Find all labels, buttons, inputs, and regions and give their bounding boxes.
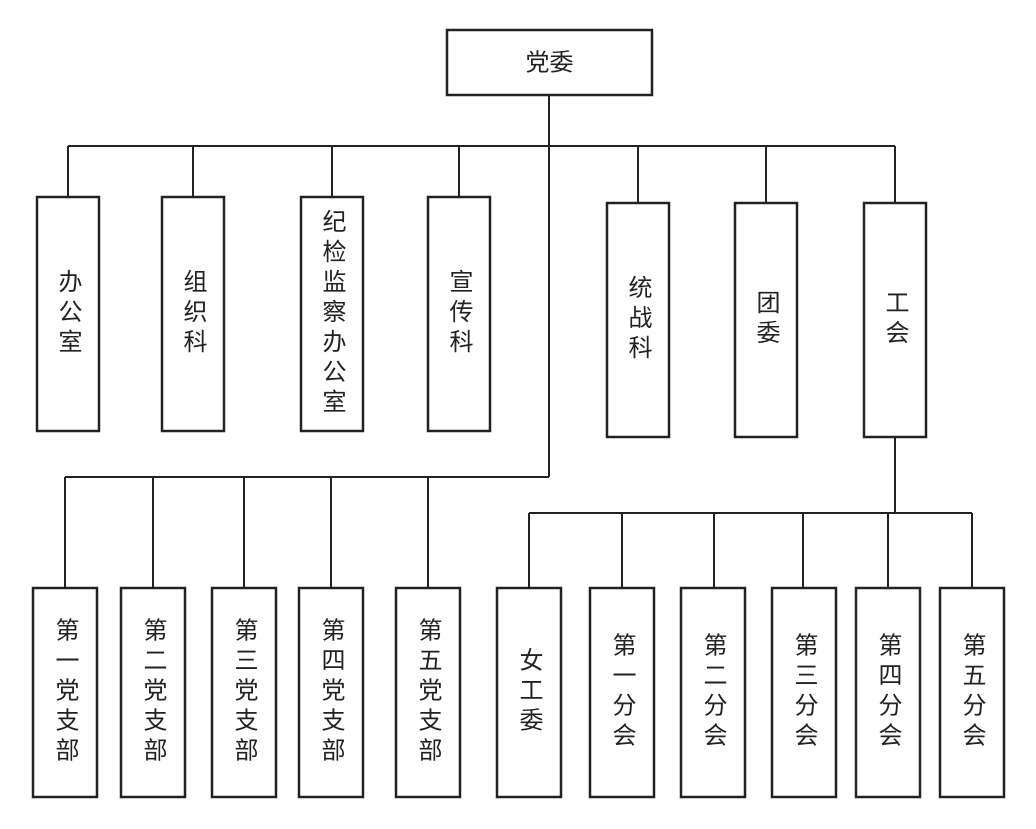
node-box	[297, 586, 365, 799]
node-label: 组织科	[179, 269, 207, 359]
node-label: 党委	[526, 49, 574, 77]
node-box	[495, 586, 563, 799]
node-label: 第四分会	[874, 633, 902, 753]
node-u5: 第五分会	[938, 586, 1006, 799]
node-label: 办公室	[54, 269, 82, 359]
node-box	[862, 201, 928, 439]
node-d1: 办公室	[35, 195, 101, 433]
node-label: 纪检监察办公室	[318, 209, 346, 419]
node-u2: 第二分会	[679, 586, 747, 799]
node-b1: 第一党支部	[31, 586, 99, 799]
node-box	[938, 586, 1006, 799]
node-label: 第二党支部	[139, 618, 167, 768]
node-label: 第五党支部	[414, 618, 442, 768]
node-label: 宣传科	[445, 269, 473, 359]
node-box	[394, 586, 462, 799]
node-box	[770, 586, 838, 799]
node-d7: 工会	[862, 201, 928, 439]
node-label: 统战科	[624, 275, 652, 365]
node-root: 党委	[445, 28, 654, 97]
node-label: 第五分会	[958, 633, 986, 753]
node-box	[733, 201, 799, 439]
node-u3: 第三分会	[770, 586, 838, 799]
node-d5: 统战科	[605, 201, 671, 439]
node-u1: 第一分会	[588, 586, 656, 799]
node-box	[605, 201, 671, 439]
node-label: 第三党支部	[230, 618, 258, 768]
node-label: 第一分会	[608, 633, 636, 753]
node-label: 第二分会	[699, 633, 727, 753]
node-b4: 第四党支部	[297, 586, 365, 799]
node-label: 工会	[881, 290, 909, 350]
node-box	[445, 28, 654, 97]
node-box	[299, 195, 365, 433]
node-d6: 团委	[733, 201, 799, 439]
node-box	[679, 586, 747, 799]
node-label: 第三分会	[790, 633, 818, 753]
node-u4: 第四分会	[854, 586, 922, 799]
node-box	[160, 195, 226, 433]
node-label: 女工委	[515, 648, 543, 738]
node-label: 第一党支部	[51, 618, 79, 768]
node-box	[35, 195, 101, 433]
node-box	[426, 195, 492, 433]
node-box	[588, 586, 656, 799]
node-d4: 宣传科	[426, 195, 492, 433]
node-b5: 第五党支部	[394, 586, 462, 799]
node-d2: 组织科	[160, 195, 226, 433]
node-b3: 第三党支部	[210, 586, 278, 799]
node-label: 第四党支部	[317, 618, 345, 768]
node-box	[210, 586, 278, 799]
connector-lines	[64, 95, 973, 588]
node-b2: 第二党支部	[119, 586, 187, 799]
node-box	[31, 586, 99, 799]
node-d3: 纪检监察办公室	[299, 195, 365, 433]
node-u0: 女工委	[495, 586, 563, 799]
node-box	[854, 586, 922, 799]
node-box	[119, 586, 187, 799]
node-label: 团委	[752, 290, 780, 350]
